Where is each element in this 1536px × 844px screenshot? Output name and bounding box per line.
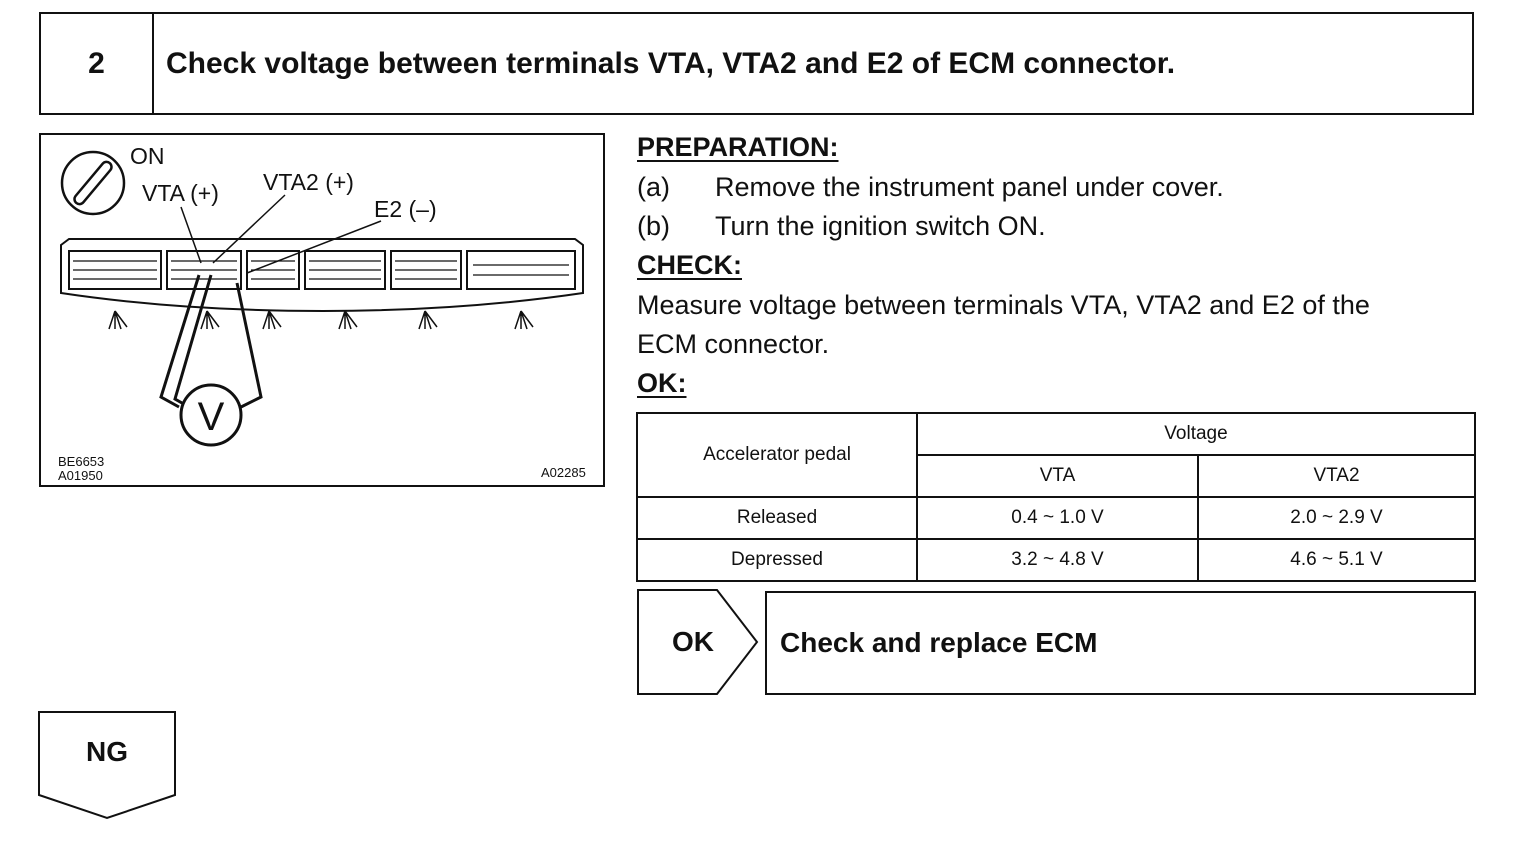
cell-released-vta: 0.4 ~ 1.0 V <box>916 496 1199 540</box>
row-label-depressed: Depressed <box>636 538 918 582</box>
step-letter: (a) <box>637 172 670 202</box>
step-letter: (b) <box>637 211 670 241</box>
cell-depressed-vta: 3.2 ~ 4.8 V <box>916 538 1199 582</box>
terminal-vta2-label: VTA2 (+) <box>263 169 354 195</box>
voltage-spec-table: Accelerator pedal Voltage VTA VTA2 Relea… <box>636 412 1476 582</box>
connector-diagram: V <box>60 150 584 447</box>
step-number: 2 <box>41 14 154 113</box>
check-line-2: ECM connector. <box>637 329 830 359</box>
check-line-1: Measure voltage between terminals VTA, V… <box>637 290 1370 320</box>
step-header-box <box>39 12 1474 115</box>
row-label-released: Released <box>636 496 918 540</box>
step-title: Check voltage between terminals VTA, VTA… <box>166 46 1176 80</box>
voltmeter-icon: V <box>179 383 243 447</box>
preparation-heading: PREPARATION: <box>637 132 839 162</box>
ng-arrow-tag <box>38 711 176 820</box>
ok-label: OK <box>672 626 714 657</box>
column-header-vta2: VTA2 <box>1197 454 1476 498</box>
ok-heading: OK: <box>637 368 687 398</box>
svg-text:V: V <box>198 395 225 439</box>
cell-released-vta2: 2.0 ~ 2.9 V <box>1197 496 1476 540</box>
table-subheader-row: VTA VTA2 <box>637 454 1476 498</box>
figure-code-right: A02285 <box>541 465 586 480</box>
step-text: Turn the ignition switch ON. <box>715 211 1046 241</box>
ecm-connector-body <box>60 238 584 313</box>
ok-arrow-tag <box>637 589 759 695</box>
ecm-connector-figure: V ON VTA (+) VTA2 (+) E2 (–) BE6653 A019… <box>39 133 605 487</box>
table-header-row: Accelerator pedal Voltage <box>636 412 1476 498</box>
table-row: Released 0.4 ~ 1.0 V 2.0 ~ 2.9 V <box>636 496 1476 540</box>
ok-action-box: Check and replace ECM <box>765 591 1476 695</box>
column-header-vta: VTA <box>916 454 1199 498</box>
switch-on-label: ON <box>130 143 165 169</box>
table-row: Depressed 3.2 ~ 4.8 V 4.6 ~ 5.1 V <box>636 538 1476 582</box>
terminal-leader-lines <box>180 194 382 274</box>
check-heading: CHECK: <box>637 250 742 280</box>
cell-depressed-vta2: 4.6 ~ 5.1 V <box>1197 538 1476 582</box>
ignition-key-icon <box>60 150 126 216</box>
figure-code-top: BE6653 <box>58 454 105 469</box>
column-header-voltage: Voltage <box>916 412 1476 456</box>
column-header-accelerator-pedal: Accelerator pedal <box>636 412 918 498</box>
connector-pins <box>73 260 569 280</box>
terminal-vta-label: VTA (+) <box>142 180 219 206</box>
figure-code-bottom: A01950 <box>58 468 103 483</box>
ok-action-text: Check and replace ECM <box>780 627 1098 658</box>
terminal-e2-label: E2 (–) <box>374 196 437 222</box>
ng-label: NG <box>86 736 128 767</box>
step-text: Remove the instrument panel under cover. <box>715 172 1224 202</box>
preparation-step-a: (a) Remove the instrument panel under cov… <box>637 172 1224 203</box>
preparation-step-b: (b) Turn the ignition switch ON. <box>637 211 1046 242</box>
wire-bundles <box>108 310 534 330</box>
